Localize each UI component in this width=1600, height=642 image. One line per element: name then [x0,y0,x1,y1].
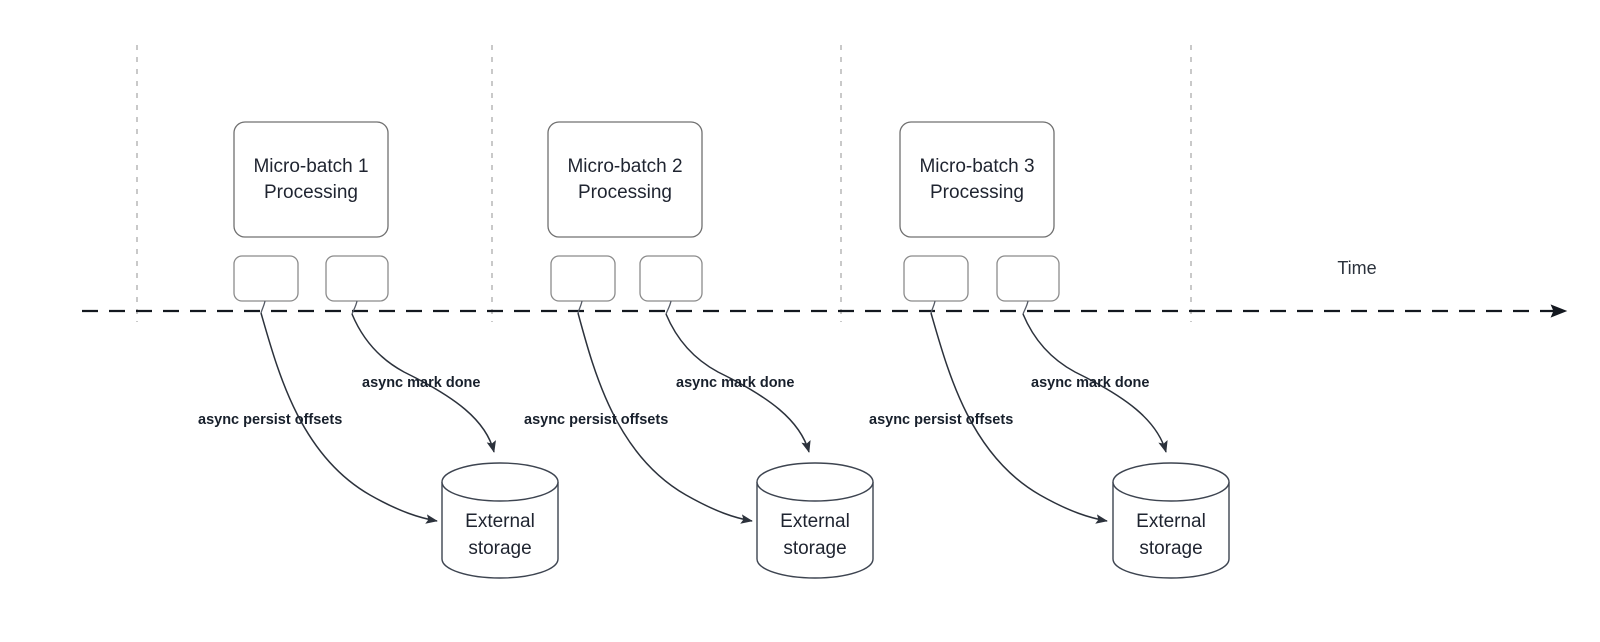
async-mark-done-arrow-2 [665,313,811,453]
external-storage-cylinder-2[interactable] [756,462,874,579]
micro-batch-3-connector-a [930,300,936,314]
guide-lines [136,45,1192,322]
external-storage-label-2-line1: External [780,511,850,532]
micro-batch-2-label-line1: Micro-batch 2 [567,156,682,177]
micro-batch-2-box[interactable] [547,121,703,238]
micro-batch-3-task-box-a[interactable] [903,255,969,302]
micro-batch-3-label-line1: Micro-batch 3 [919,156,1034,177]
group-1: Micro-batch 1 Processing async persist o… [198,121,559,579]
async-persist-offsets-label-3: async persist offsets [869,412,1013,428]
micro-batch-2-connector-b [665,300,672,315]
async-persist-offsets-arrow-2 [577,312,753,524]
micro-batch-2-connector-a [577,300,583,314]
external-storage-label-3-line2: storage [1139,538,1202,559]
async-persist-offsets-arrow-3 [930,312,1108,524]
async-persist-offsets-arrow-1 [260,312,438,524]
micro-batch-1-task-box-a[interactable] [233,255,299,302]
micro-batch-3-box[interactable] [899,121,1055,238]
async-mark-done-label-1: async mark done [362,375,480,391]
group-3: Micro-batch 3 Processing async persist o… [869,121,1230,579]
async-mark-done-label-3: async mark done [1031,375,1149,391]
async-mark-done-label-2: async mark done [676,375,794,391]
micro-batch-2-task-box-b[interactable] [639,255,703,302]
micro-batch-3-connector-b [1022,300,1029,315]
async-mark-done-arrow-3 [1022,313,1168,453]
micro-batch-1-label-line2: Processing [264,182,358,203]
micro-batch-1-connector-b [351,300,358,315]
external-storage-cylinder-1[interactable] [441,462,559,579]
async-persist-offsets-label-1: async persist offsets [198,412,342,428]
timeline-label: Time [1337,258,1376,278]
micro-batch-1-label-line1: Micro-batch 1 [253,156,368,177]
micro-batch-1-task-box-b[interactable] [325,255,389,302]
micro-batch-3-label-line2: Processing [930,182,1024,203]
micro-batch-2-label-line2: Processing [578,182,672,203]
micro-batch-1-connector-a [260,300,266,314]
micro-batch-1-box[interactable] [233,121,389,238]
external-storage-label-3-line1: External [1136,511,1206,532]
external-storage-label-2-line2: storage [783,538,846,559]
group-2: Micro-batch 2 Processing async persist o… [524,121,874,579]
async-mark-done-arrow-1 [351,313,496,453]
external-storage-label-1-line1: External [465,511,535,532]
external-storage-cylinder-3[interactable] [1112,462,1230,579]
micro-batch-3-task-box-b[interactable] [996,255,1060,302]
external-storage-label-1-line2: storage [468,538,531,559]
micro-batch-2-task-box-a[interactable] [550,255,616,302]
async-persist-offsets-label-2: async persist offsets [524,412,668,428]
